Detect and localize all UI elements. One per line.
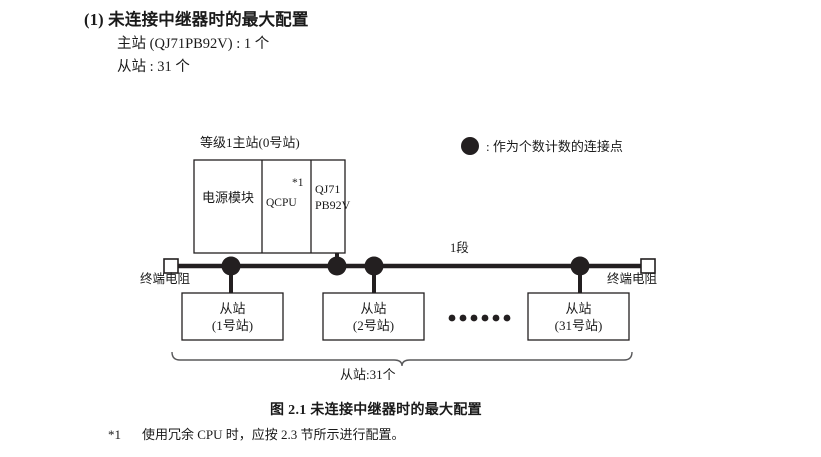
- spec-line-slave: 从站 : 31 个: [117, 59, 190, 76]
- slave-station-2-number: (2号站): [352, 318, 395, 333]
- module-cell-cpu-label: QCPU: [266, 197, 297, 209]
- module-cell-power-label: 电源模块: [201, 190, 254, 205]
- segment-label: 1段: [450, 241, 469, 255]
- module-cell-network-label-line1: QJ71: [315, 182, 341, 196]
- master-module-box: [193, 159, 346, 254]
- terminator-right-symbol: [640, 258, 656, 274]
- module-cell-cpu-footnote-mark: *1: [292, 177, 304, 189]
- figure-caption: 图 2.1 未连接中继器时的最大配置: [270, 403, 482, 418]
- slave-station-2-name: 从站: [360, 301, 387, 316]
- slave-count-label: 从站:31个: [340, 367, 396, 382]
- terminator-left-label: 终端电阻: [140, 272, 191, 286]
- master-station-title: 等级1主站(0号站): [200, 135, 300, 150]
- connection-dot-slave3: [570, 256, 590, 276]
- slave-station-1-number: (1号站): [211, 318, 254, 333]
- spec-line-master: 主站 (QJ71PB92V) : 1 个: [117, 35, 270, 52]
- ellipsis-dots: [448, 314, 511, 322]
- slave-count-brace: [171, 351, 633, 367]
- page-title: (1) 未连接中继器时的最大配置: [84, 10, 309, 29]
- footnote-mark: *1: [108, 427, 121, 442]
- terminator-right-label: 终端电阻: [607, 272, 658, 286]
- legend-label: : 作为个数计数的连接点: [486, 139, 623, 154]
- slave-station-1-name: 从站: [219, 301, 246, 316]
- footnote-text: 使用冗余 CPU 时，应按 2.3 节所示进行配置。: [142, 427, 405, 442]
- connection-dot-slave2: [364, 256, 384, 276]
- connection-dot-slave1: [221, 256, 241, 276]
- legend-dot-icon: [461, 137, 479, 155]
- slave-station-box-3: [527, 292, 630, 341]
- terminator-left-symbol: [163, 258, 179, 274]
- footnote: *1 使用冗余 CPU 时，应按 2.3 节所示进行配置。: [108, 424, 405, 443]
- slave-station-box-1: [181, 292, 284, 341]
- module-cell-network-label-line2: PB92V: [315, 198, 351, 212]
- slave-station-3-number: (31号站): [554, 318, 603, 333]
- slave-station-box-2: [322, 292, 425, 341]
- slave-station-3-name: 从站: [565, 301, 592, 316]
- heading-block: (1) 未连接中继器时的最大配置 主站 (QJ71PB92V) : 1 个 从站…: [84, 8, 644, 80]
- connection-dot-master: [327, 256, 347, 276]
